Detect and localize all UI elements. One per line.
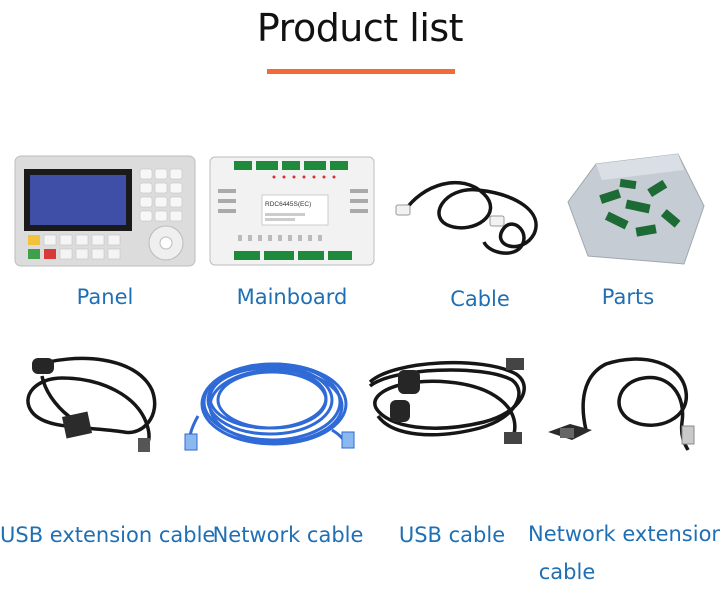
panel-image [14, 155, 196, 267]
product-label-cable: Cable [450, 287, 510, 311]
network-extension-cable-image [548, 357, 695, 451]
page-title: Product list [256, 6, 464, 50]
mainboard-model-text: RDC6445S(EC) [265, 201, 311, 208]
network-cable-image [184, 362, 355, 451]
title-underline [267, 69, 455, 74]
product-label-usb-cable: USB cable [398, 523, 506, 547]
product-label-network-cable: Network cable [212, 523, 364, 547]
usb-cable-image [368, 358, 526, 444]
product-label-usb-extension-cable: USB extension cable [0, 523, 216, 547]
cable-image [395, 180, 538, 255]
product-label-panel: Panel [76, 285, 134, 309]
product-label-parts: Parts [601, 285, 655, 309]
product-label-network-extension-line1: Network extension [528, 522, 720, 546]
parts-bag-image [567, 153, 705, 265]
mainboard-image: RDC6445S(EC) [209, 156, 375, 266]
usb-extension-cable-image [26, 356, 157, 452]
product-label-network-extension-line2: cable [538, 560, 596, 584]
product-label-mainboard: Mainboard [236, 285, 348, 309]
